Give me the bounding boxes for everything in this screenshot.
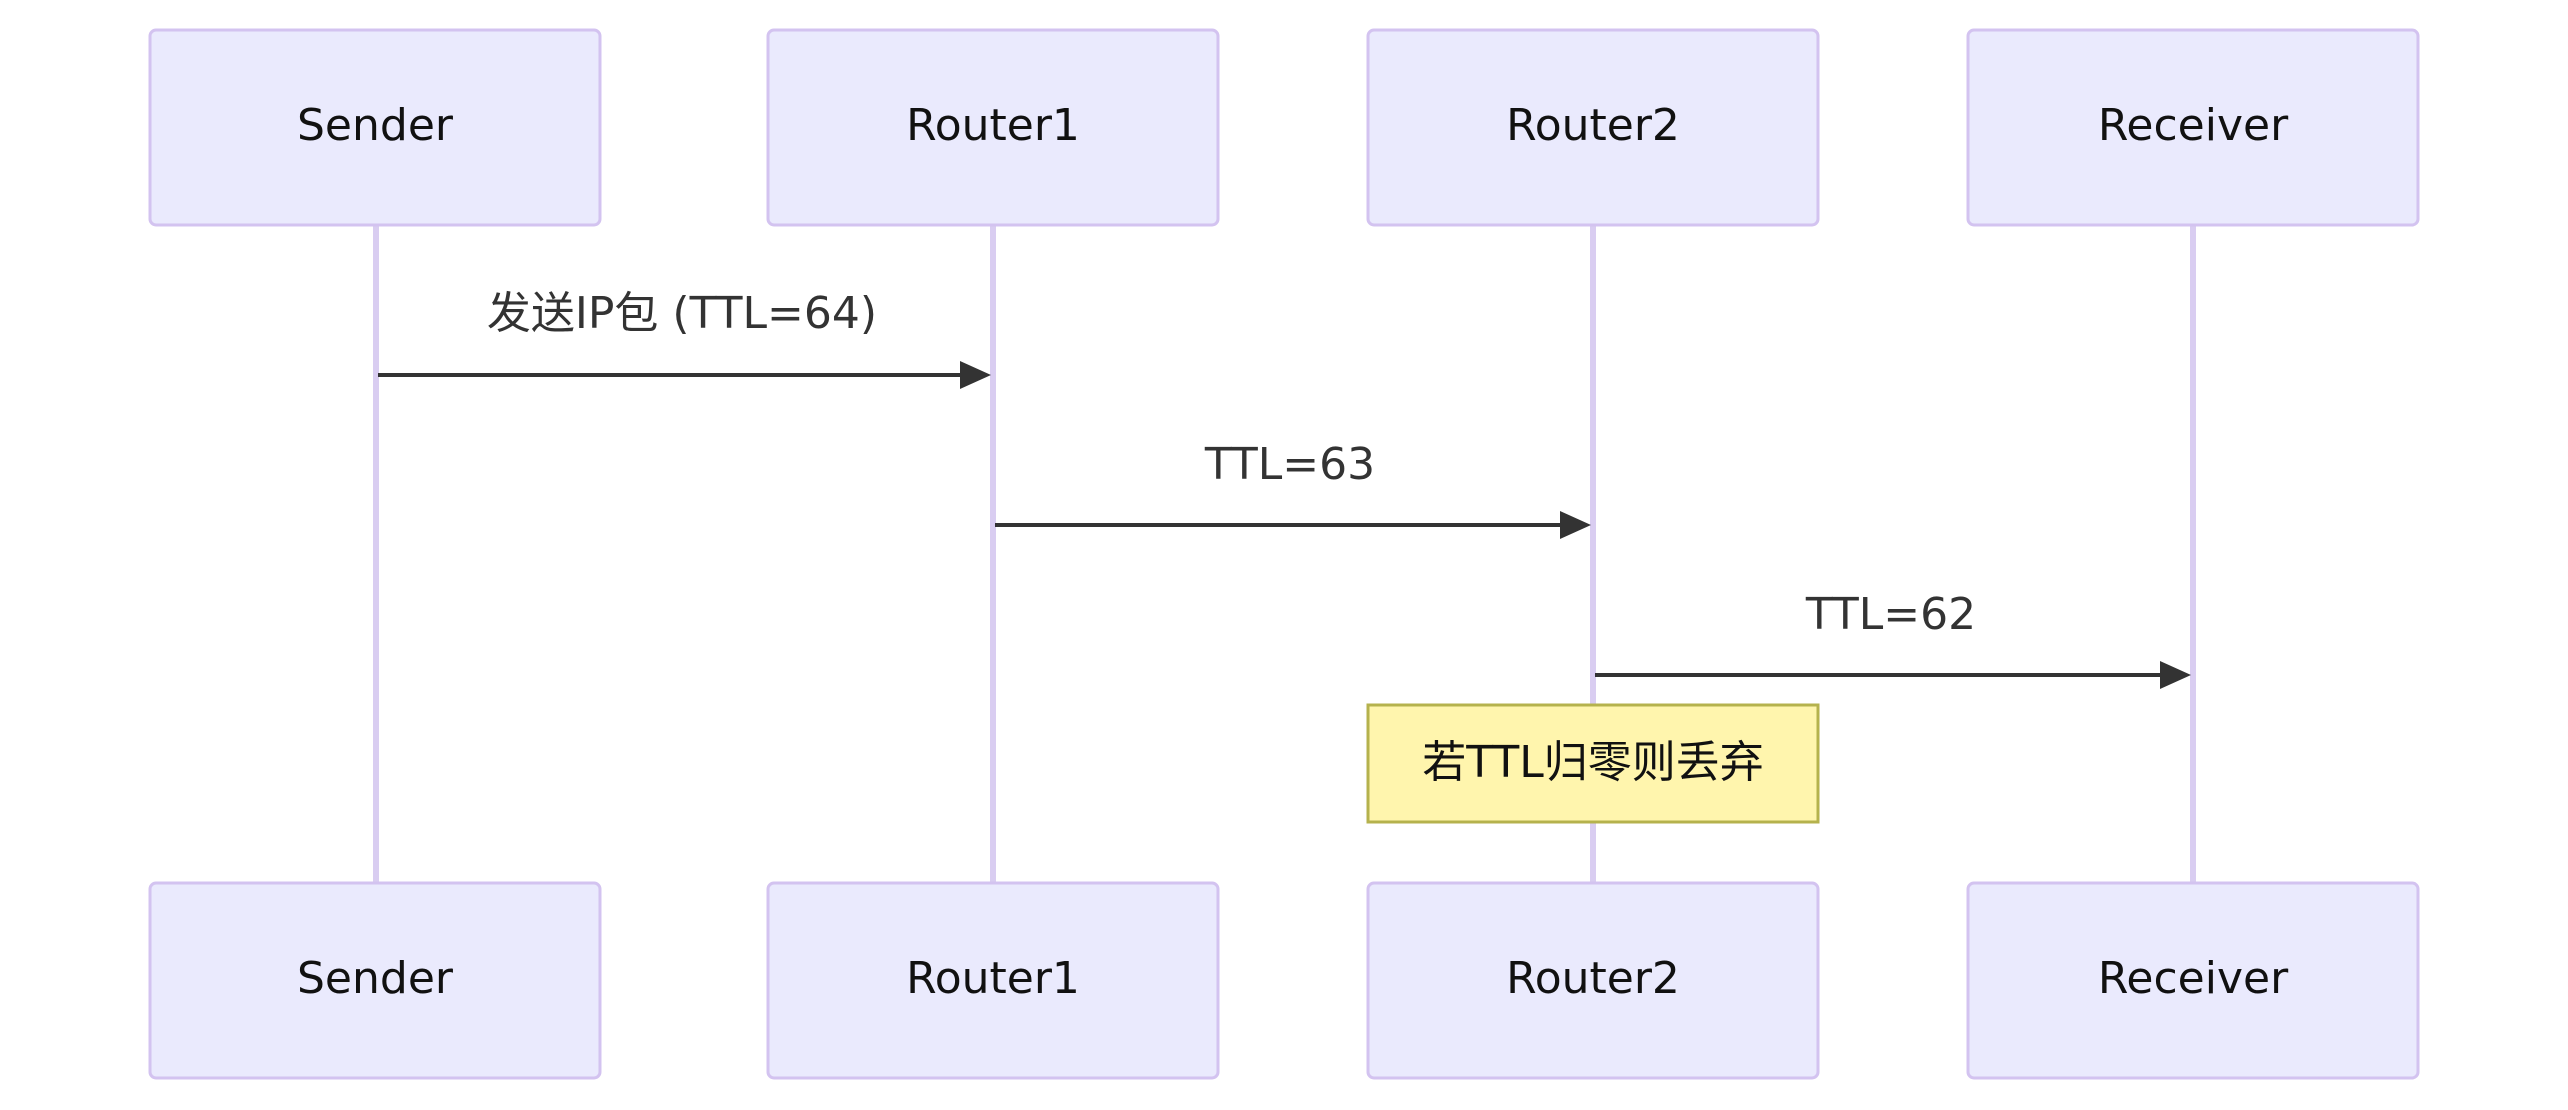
arrow-head-icon — [960, 361, 991, 389]
actor-bottom-receiver: Receiver — [1966, 881, 2420, 1080]
message-label: TTL=62 — [1805, 589, 1976, 640]
actor-label: Receiver — [2098, 953, 2289, 1004]
arrow-head-icon — [1560, 511, 1591, 539]
actor-label: Router2 — [1506, 953, 1680, 1004]
actor-label: Router1 — [906, 953, 1080, 1004]
message-label: 发送IP包 (TTL=64) — [487, 288, 877, 339]
note-text: 若TTL归零则丢弃 — [1422, 737, 1764, 788]
message-sender-to-router1: 发送IP包 (TTL=64) — [378, 288, 991, 389]
actor-bottom-router1: Router1 — [766, 881, 1220, 1080]
message-label: TTL=63 — [1204, 439, 1375, 490]
actor-top-receiver: Receiver — [1966, 28, 2420, 227]
actor-bottom-router2: Router2 — [1366, 881, 1820, 1080]
actor-label: Sender — [297, 953, 454, 1004]
actor-top-router1: Router1 — [766, 28, 1220, 227]
message-router1-to-router2: TTL=63 — [995, 439, 1591, 539]
actor-label: Router1 — [906, 100, 1080, 151]
actor-top-sender: Sender — [148, 28, 602, 227]
actor-bottom-sender: Sender — [148, 881, 602, 1080]
arrow-head-icon — [2160, 661, 2191, 689]
actor-label: Router2 — [1506, 100, 1680, 151]
actor-label: Receiver — [2098, 100, 2289, 151]
note-over-router2: 若TTL归零则丢弃 — [1366, 703, 1820, 824]
actor-top-router2: Router2 — [1366, 28, 1820, 227]
message-router2-to-receiver: TTL=62 — [1595, 589, 2191, 689]
actor-label: Sender — [297, 100, 454, 151]
